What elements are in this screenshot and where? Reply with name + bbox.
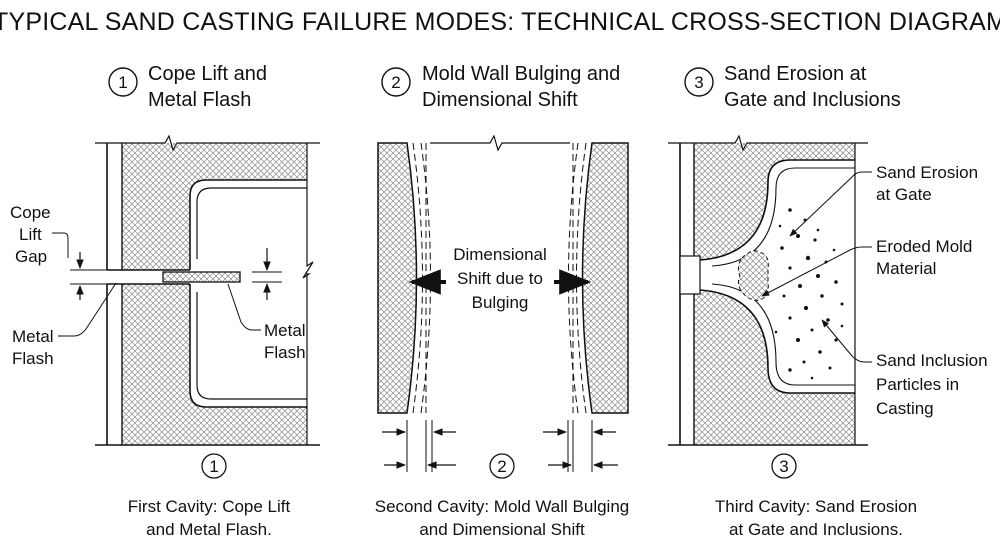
diagram-title: TYPICAL SAND CASTING FAILURE MODES: TECH… xyxy=(0,8,1000,36)
panel-3: 3 Sand Erosion at Gate and Inclusions xyxy=(668,63,988,539)
label-metal-flash-left-line-1: Metal xyxy=(12,327,54,346)
leader-sand-inclusion xyxy=(821,319,872,363)
panel-3-footer-number-circle xyxy=(771,453,797,479)
label-metal-flash-right-line-1: Metal xyxy=(264,321,306,340)
label-dimensional-shift-line-3: Bulging xyxy=(472,293,529,312)
label-sand-erosion-line-1: Sand Erosion xyxy=(876,163,978,182)
panel-2-footer-number: 2 xyxy=(497,457,506,476)
panel-3-header-number: 3 xyxy=(694,73,703,92)
panel-1-gap-dimension-left xyxy=(70,252,107,300)
leader-eroded-material xyxy=(761,246,872,297)
panel-2-footer-number-circle xyxy=(489,453,515,479)
panel-2-header-number-circle xyxy=(381,67,411,97)
label-sand-inclusion-line-1: Sand Inclusion xyxy=(876,351,988,370)
panel-1-footer-number-circle xyxy=(201,453,227,479)
label-eroded-material-line-2: Material xyxy=(876,259,936,278)
panel-2-left-wall xyxy=(377,142,418,414)
panel-1-caption-line-1: First Cavity: Cope Lift xyxy=(128,497,291,516)
panel-3-caption-line-2: at Gate and Inclusions. xyxy=(729,520,903,539)
panel-3-header-number-circle xyxy=(684,67,714,97)
label-sand-inclusion-line-3: Casting xyxy=(876,399,934,418)
panel-1-heading-line-2: Metal Flash xyxy=(148,89,251,111)
panel-1-gap-dimension-right xyxy=(252,248,282,300)
label-metal-flash-left-line-2: Flash xyxy=(12,349,54,368)
panel-1-footer-number: 1 xyxy=(209,457,218,476)
panel-3-heading-line-2: Gate and Inclusions xyxy=(724,89,901,111)
panel-2: 2 Mold Wall Bulging and Dimensional Shif… xyxy=(375,63,630,539)
leader-cope-lift-gap xyxy=(52,232,69,258)
panel-1-heading-line-1: Cope Lift and xyxy=(148,63,267,85)
panel-2-header-number: 2 xyxy=(391,73,400,92)
label-metal-flash-right-line-2: Flash xyxy=(264,343,306,362)
panel-1-mold xyxy=(95,134,320,446)
panel-3-footer-number: 3 xyxy=(779,457,788,476)
panel-1-metal-flash-fin xyxy=(162,271,241,283)
leader-metal-flash-left xyxy=(58,282,117,337)
panel-2-heading-line-2: Dimensional Shift xyxy=(422,89,578,111)
panel-2-heading-line-1: Mold Wall Bulging and xyxy=(422,63,620,85)
panel-2-right-wall xyxy=(581,142,629,414)
panel-3-caption-line-1: Third Cavity: Sand Erosion xyxy=(715,497,917,516)
panel-2-caption-line-2: and Dimensional Shift xyxy=(419,520,585,539)
label-sand-erosion-line-2: at Gate xyxy=(876,185,932,204)
leader-sand-erosion xyxy=(789,171,872,237)
label-cope-lift-gap-line-3: Gap xyxy=(15,247,47,266)
panel-1: 1 Cope Lift and Metal Flash xyxy=(10,63,320,539)
label-eroded-material-line-1: Eroded Mold xyxy=(876,237,972,256)
label-dimensional-shift-line-2: Shift due to xyxy=(457,269,543,288)
panel-1-header-number: 1 xyxy=(118,73,127,92)
label-sand-inclusion-line-2: Particles in xyxy=(876,375,959,394)
panel-3-eroded-gate-zone xyxy=(737,250,769,301)
panel-2-dimension-marks xyxy=(382,420,618,472)
panel-1-caption-line-2: and Metal Flash. xyxy=(146,520,272,539)
panel-3-heading-line-1: Sand Erosion at xyxy=(724,63,867,85)
label-dimensional-shift-line-1: Dimensional xyxy=(453,245,547,264)
panel-1-header-number-circle xyxy=(108,67,138,97)
panel-2-caption-line-1: Second Cavity: Mold Wall Bulging xyxy=(375,497,630,516)
label-cope-lift-gap-line-2: Lift xyxy=(19,225,42,244)
leader-metal-flash-right xyxy=(227,283,261,331)
label-cope-lift-gap-line-1: Cope xyxy=(10,203,51,222)
